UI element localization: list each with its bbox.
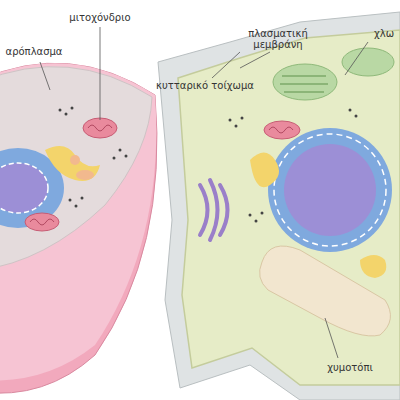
part-label: χλω: [370, 28, 398, 39]
part-label: αρόπλασμα: [2, 46, 66, 57]
part-label: κυτταρικό τοίχωμα: [155, 80, 255, 91]
part-label: μιτοχόνδριο: [60, 12, 140, 23]
part-label: χυμοτόπι: [320, 362, 380, 373]
part-label: πλασματική μεμβράνη: [241, 28, 315, 50]
